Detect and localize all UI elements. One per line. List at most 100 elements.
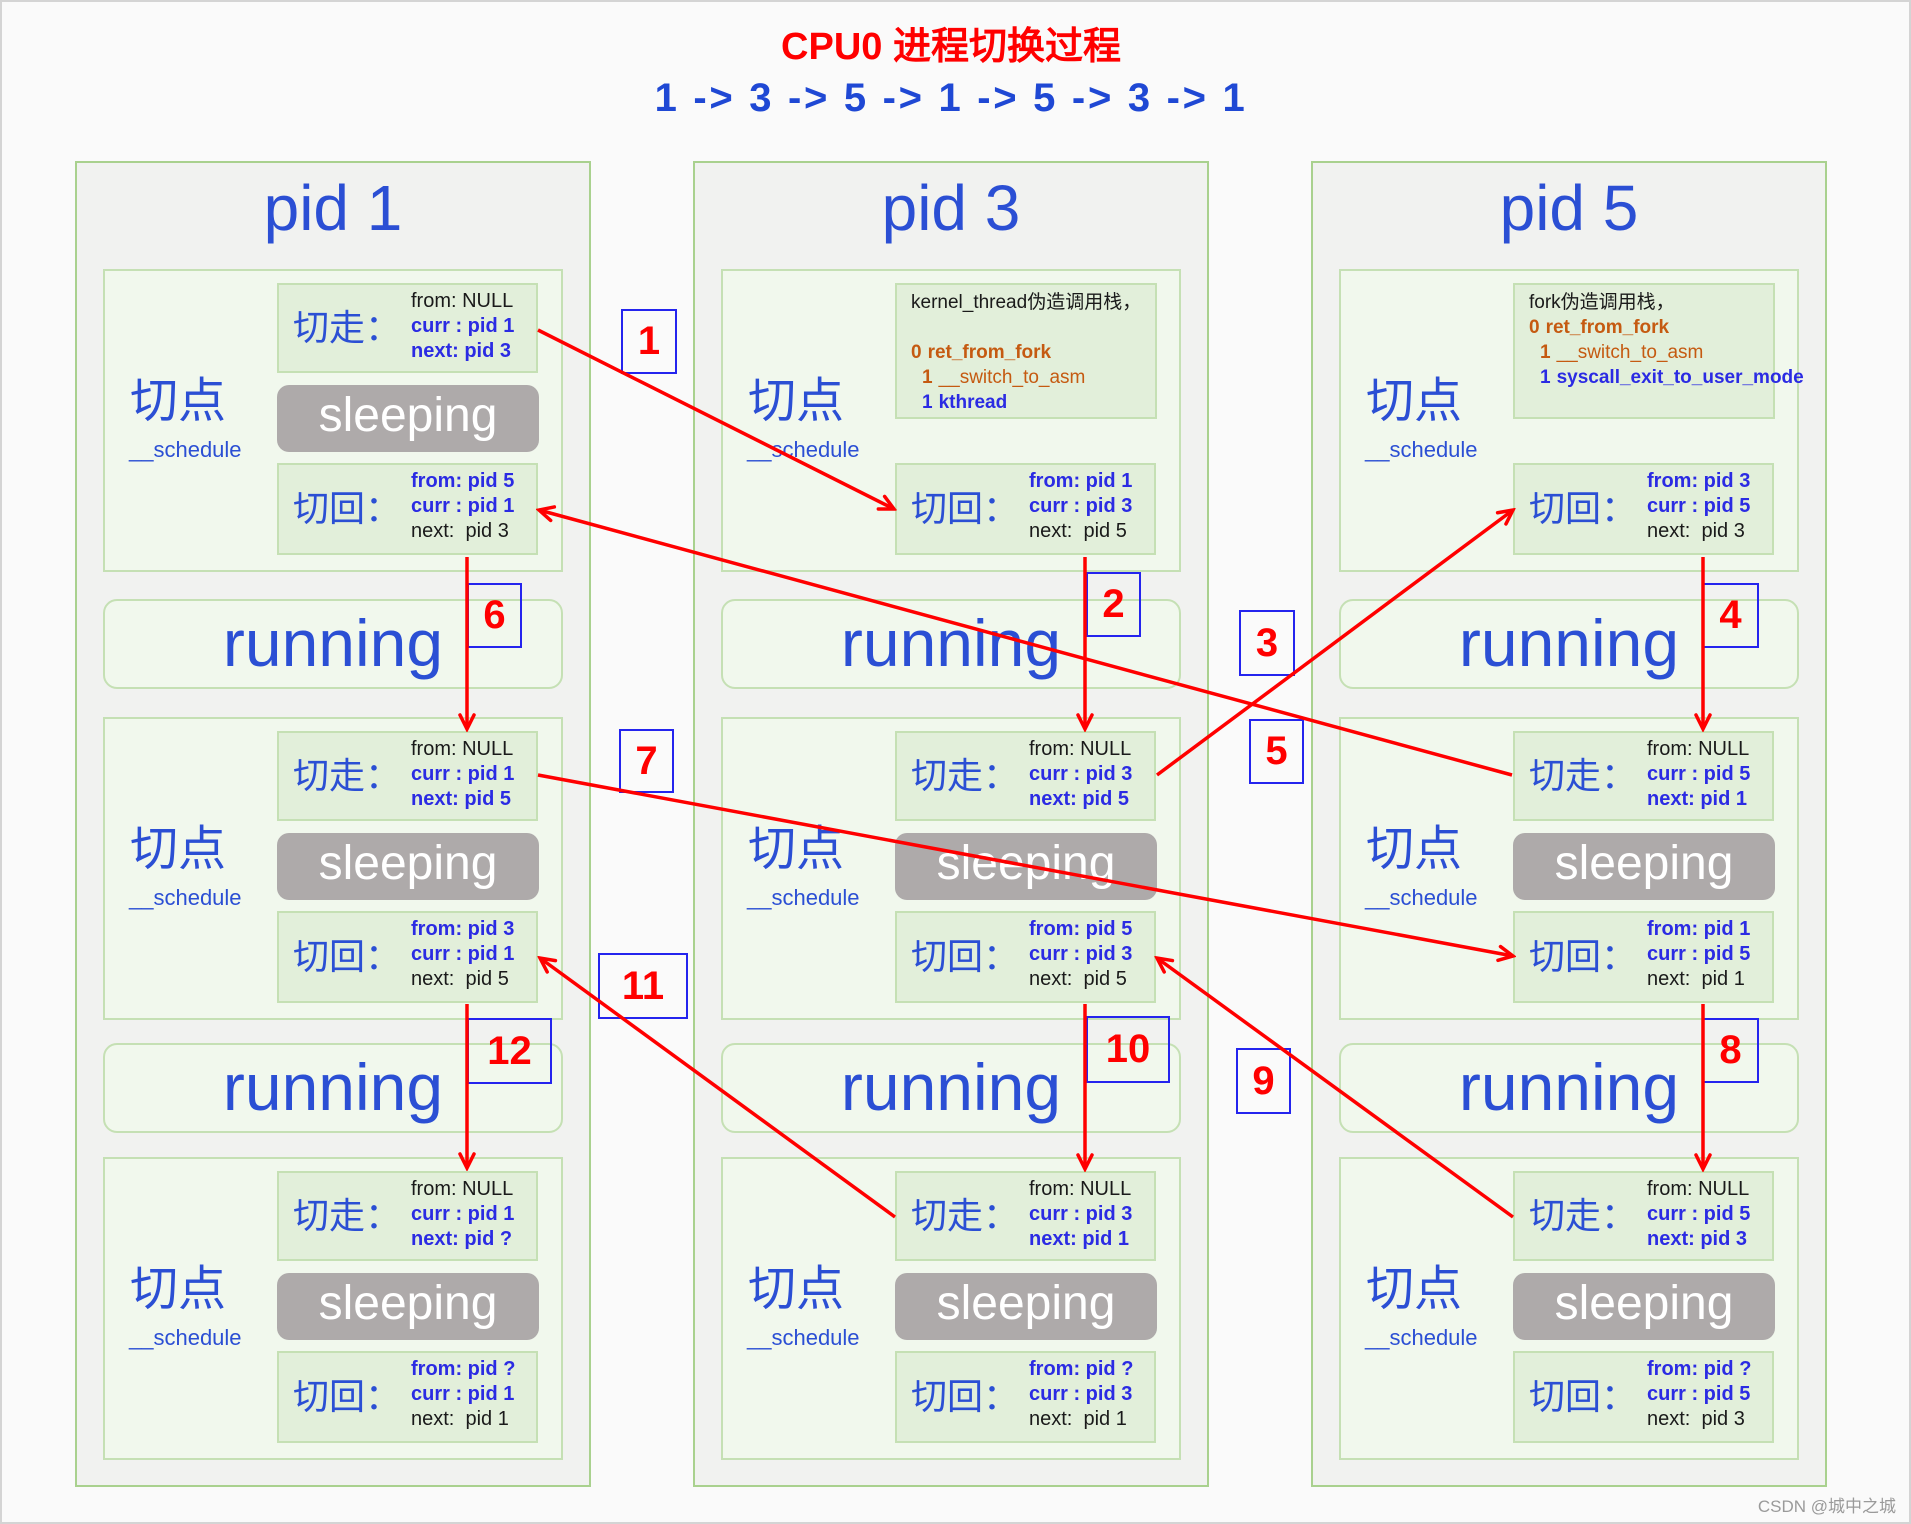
from-value: from: pid ? bbox=[1029, 1358, 1134, 1380]
frame-function: ret_from_fork bbox=[1545, 317, 1670, 338]
next-value: next: pid 5 bbox=[1029, 520, 1127, 542]
running-state: running bbox=[103, 1043, 563, 1133]
switch-out-label: 切走： bbox=[1529, 1195, 1638, 1236]
from-value: from: pid ? bbox=[1647, 1358, 1752, 1380]
curr-value: curr : pid 1 bbox=[411, 763, 515, 785]
from-value: from: pid ? bbox=[411, 1358, 516, 1380]
switch-in-label: 切回： bbox=[293, 936, 402, 977]
function-name: __schedule bbox=[1365, 437, 1478, 462]
frame-function: __switch_to_asm bbox=[1556, 342, 1704, 363]
switch-point-label: 切点 bbox=[1366, 1263, 1463, 1316]
switch-point-label: 切点 bbox=[1366, 375, 1463, 428]
call-stack-title: kernel_thread伪造调用栈， bbox=[911, 292, 1142, 313]
next-value: next: pid 5 bbox=[411, 788, 512, 810]
next-value: next: pid 1 bbox=[411, 1408, 509, 1430]
switch-point-label: 切点 bbox=[748, 823, 845, 876]
call-stack-title: fork伪造调用栈， bbox=[1529, 292, 1675, 313]
from-value: from: pid 3 bbox=[1647, 470, 1751, 492]
from-value: from: NULL bbox=[1647, 1178, 1750, 1200]
process-title: pid 1 bbox=[263, 172, 403, 244]
frame-function: syscall_exit_to_user_mode bbox=[1556, 367, 1804, 388]
from-value: from: pid 5 bbox=[1029, 918, 1133, 940]
from-value: from: NULL bbox=[1647, 738, 1750, 760]
switch-out-label: 切走： bbox=[911, 1195, 1020, 1236]
from-value: from: NULL bbox=[411, 1178, 514, 1200]
step-label-2: 2 bbox=[1086, 572, 1141, 637]
switch-in-label: 切回： bbox=[1529, 1376, 1638, 1417]
switch-in-label: 切回： bbox=[911, 488, 1020, 529]
sleeping-state: sleeping bbox=[1513, 833, 1775, 900]
next-value: next: pid 3 bbox=[1647, 1228, 1748, 1250]
process-title: pid 3 bbox=[881, 172, 1021, 244]
curr-value: curr : pid 5 bbox=[1647, 1383, 1751, 1405]
function-name: __schedule bbox=[1365, 1325, 1478, 1350]
step-label-11: 11 bbox=[598, 953, 688, 1019]
frame-index: 1 bbox=[922, 367, 933, 388]
curr-value: curr : pid 1 bbox=[411, 1203, 515, 1225]
switch-out-label: 切走： bbox=[1529, 755, 1638, 796]
switch-point-label: 切点 bbox=[130, 375, 227, 428]
frame-index: 1 bbox=[922, 392, 933, 413]
switch-sequence: 1 -> 3 -> 5 -> 1 -> 5 -> 3 -> 1 bbox=[654, 76, 1248, 120]
switch-in-label: 切回： bbox=[293, 488, 402, 529]
step-label-10: 10 bbox=[1086, 1016, 1170, 1083]
switch-in-label: 切回： bbox=[1529, 488, 1638, 529]
from-value: from: pid 1 bbox=[1647, 918, 1751, 940]
frame-index: 1 bbox=[1540, 342, 1551, 363]
switch-point-label: 切点 bbox=[130, 823, 227, 876]
function-name: __schedule bbox=[129, 885, 242, 910]
step-label-9: 9 bbox=[1236, 1048, 1291, 1114]
function-name: __schedule bbox=[129, 1325, 242, 1350]
function-name: __schedule bbox=[1365, 885, 1478, 910]
step-label-1: 1 bbox=[621, 309, 677, 374]
next-value: next: pid 3 bbox=[411, 340, 512, 362]
sleeping-state: sleeping bbox=[895, 1273, 1157, 1340]
next-value: next: pid 3 bbox=[1647, 520, 1745, 542]
curr-value: curr : pid 5 bbox=[1647, 943, 1751, 965]
switch-point-label: 切点 bbox=[130, 1263, 227, 1316]
switch-in-box: 切回： from: pid 3 curr : pid 5 next: pid 3 bbox=[1513, 463, 1774, 555]
curr-value: curr : pid 1 bbox=[411, 315, 515, 337]
from-value: from: NULL bbox=[1029, 738, 1132, 760]
function-name: __schedule bbox=[747, 1325, 860, 1350]
step-label-4: 4 bbox=[1702, 583, 1759, 648]
sleeping-state: sleeping bbox=[277, 385, 539, 452]
curr-value: curr : pid 5 bbox=[1647, 495, 1751, 517]
watermark: CSDN @城中之城 bbox=[1757, 1497, 1896, 1516]
frame-function: ret_from_fork bbox=[927, 342, 1052, 363]
switch-out-label: 切走： bbox=[911, 755, 1020, 796]
step-label-6: 6 bbox=[467, 583, 522, 648]
process-title: pid 5 bbox=[1499, 172, 1639, 244]
frame-index: 0 bbox=[911, 342, 922, 363]
switch-out-label: 切走： bbox=[293, 1195, 402, 1236]
curr-value: curr : pid 3 bbox=[1029, 943, 1133, 965]
curr-value: curr : pid 1 bbox=[411, 943, 515, 965]
curr-value: curr : pid 5 bbox=[1647, 763, 1751, 785]
running-state: running bbox=[103, 599, 563, 689]
function-name: __schedule bbox=[747, 885, 860, 910]
next-value: next: pid 3 bbox=[411, 520, 509, 542]
next-value: next: pid 1 bbox=[1029, 1228, 1130, 1250]
